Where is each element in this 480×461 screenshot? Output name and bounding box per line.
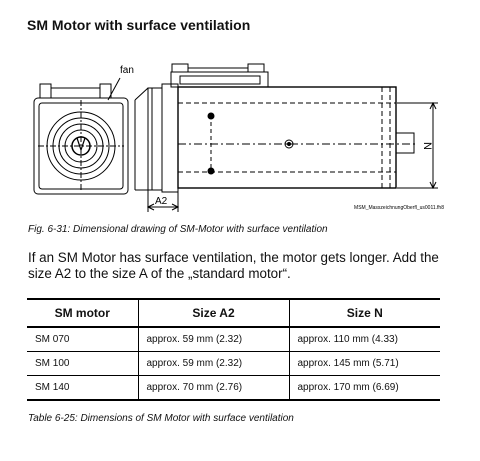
table-cell: approx. 145 mm (5.71) [288, 351, 440, 376]
dimensions-table: SM motor Size A2 Size N SM 070 approx. 5… [27, 298, 440, 401]
table-caption: Table 6-25: Dimensions of SM Motor with … [28, 413, 294, 424]
table-cell: SM 140 [27, 375, 138, 401]
column-header-sm-motor: SM motor [27, 298, 138, 328]
column-header-size-n: Size N [288, 298, 440, 328]
table-cell: SM 070 [27, 327, 138, 352]
table-row: SM 100 approx. 59 mm (2.32) approx. 145 … [27, 351, 440, 376]
table-row: SM 140 approx. 70 mm (2.76) approx. 170 … [27, 375, 440, 401]
drawing-file-label: MSM_MasszeichnungOberfl_us0011.fh8 [354, 205, 444, 211]
figure-caption: Fig. 6-31: Dimensional drawing of SM-Mot… [28, 224, 328, 235]
table-header-row: SM motor Size A2 Size N [27, 298, 440, 328]
column-header-size-a2: Size A2 [137, 298, 289, 328]
body-paragraph: If an SM Motor has surface ventilation, … [28, 250, 439, 281]
section-heading: SM Motor with surface ventilation [27, 17, 251, 33]
motor-dimension-drawing: fan A2 [33, 63, 444, 212]
table-cell: approx. 170 mm (6.69) [288, 375, 440, 401]
table-cell: approx. 59 mm (2.32) [137, 351, 289, 376]
a2-dimension-label: A2 [155, 196, 168, 207]
n-dimension-label: N [421, 142, 433, 150]
table-row: SM 070 approx. 59 mm (2.32) approx. 110 … [27, 327, 440, 352]
table-cell: approx. 59 mm (2.32) [137, 327, 289, 352]
table-cell: approx. 110 mm (4.33) [288, 327, 440, 352]
fan-label: fan [120, 65, 134, 76]
table-cell: SM 100 [27, 351, 138, 376]
table-cell: approx. 70 mm (2.76) [137, 375, 289, 401]
